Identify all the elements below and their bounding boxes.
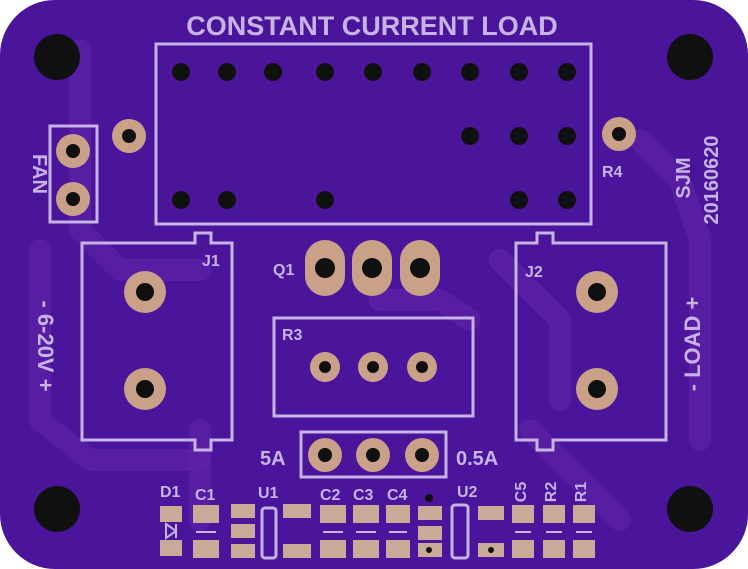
j2-pads	[576, 271, 618, 410]
q1-label: Q1	[273, 262, 294, 279]
u2-footprint	[418, 494, 504, 560]
mount-hole-bottom-right	[667, 486, 713, 532]
fan-connector-pads	[56, 134, 90, 216]
date-label: 20160620	[701, 136, 723, 225]
r2-footprint	[543, 505, 565, 558]
u1-footprint	[231, 504, 311, 560]
module-outline	[154, 42, 593, 226]
r1-label: R1	[573, 482, 590, 503]
r3-pads	[310, 352, 437, 382]
module-header-holes	[172, 63, 576, 209]
mount-hole-top-right	[667, 34, 713, 80]
q1-pads	[305, 240, 440, 296]
j1-label: J1	[202, 253, 220, 270]
r4-resistor	[112, 117, 636, 153]
c4-label: C4	[387, 487, 408, 504]
c4-footprint	[386, 505, 410, 558]
range-jumper-outline	[299, 430, 448, 479]
c2-label: C2	[320, 487, 341, 504]
r2-label: R2	[543, 482, 560, 503]
mount-hole-top-left	[34, 34, 80, 80]
fan-connector-outline	[48, 124, 99, 224]
c3-label: C3	[353, 487, 374, 504]
u2-label: U2	[457, 484, 478, 501]
c5-footprint	[512, 505, 534, 558]
r3-label: R3	[282, 327, 303, 344]
c1-footprint	[193, 505, 219, 558]
r3-outline	[272, 316, 475, 418]
c2-footprint	[320, 505, 346, 558]
input-voltage-label: - 6-20V +	[33, 300, 58, 391]
j2-outline	[514, 231, 668, 452]
author-label: SJM	[673, 157, 695, 198]
j2-label: J2	[525, 264, 543, 281]
j1-outline	[80, 231, 234, 452]
fan-label: FAN	[28, 154, 50, 194]
range-jumper-pads	[308, 438, 439, 472]
d1-label: D1	[160, 484, 181, 501]
mount-hole-bottom-left	[34, 486, 80, 532]
u1-label: U1	[258, 485, 279, 502]
c5-label: C5	[513, 482, 530, 503]
range-low-label: 0.5A	[456, 448, 498, 470]
c1-label: C1	[195, 487, 216, 504]
board-title: CONSTANT CURRENT LOAD	[186, 11, 557, 41]
j1-pads	[124, 271, 166, 410]
r4-label: R4	[602, 164, 623, 181]
c3-footprint	[353, 505, 379, 558]
d1-footprint	[160, 506, 182, 556]
load-label: - LOAD +	[680, 297, 705, 392]
range-high-label: 5A	[260, 448, 286, 470]
r1-footprint	[573, 505, 595, 558]
